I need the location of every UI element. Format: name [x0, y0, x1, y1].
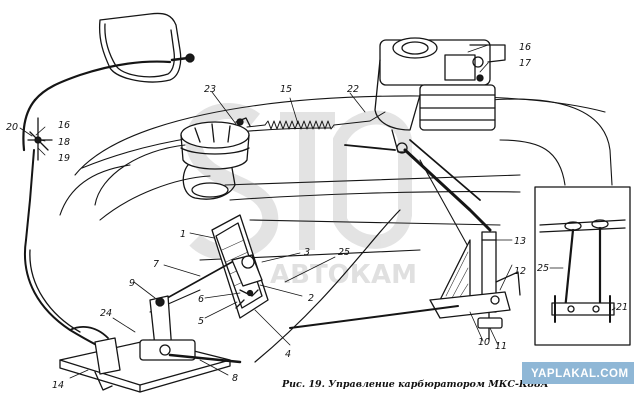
- callout-25: 25: [338, 247, 350, 258]
- choke-bracket: [23, 117, 121, 357]
- choke-cable-handle: [22, 12, 195, 152]
- inset-detail: [534, 186, 631, 346]
- throttle-linkage: [344, 139, 492, 232]
- callout-2: 2: [308, 293, 314, 304]
- callout-7: 7: [153, 259, 159, 270]
- pedal-to-bellcrank-rod: [254, 209, 459, 363]
- callout-4: 4: [285, 349, 291, 360]
- site-watermark: YAPLAKAL.COM: [522, 362, 634, 384]
- site-watermark-text: YAPLAKAL.COM: [531, 368, 629, 380]
- callout-17: 17: [519, 58, 531, 69]
- callout-19: 19: [58, 153, 70, 164]
- callout-leaders: [19, 44, 616, 379]
- air-cleaner-distributor: [180, 117, 251, 200]
- return-spring: [246, 111, 386, 130]
- callout-16-left: 16: [58, 120, 70, 131]
- bellcrank-bracket: [429, 231, 521, 341]
- callout-15: 15: [280, 84, 292, 95]
- callout-18: 18: [58, 137, 70, 148]
- callout-16: 16: [519, 42, 531, 53]
- callout-14: 14: [52, 380, 64, 391]
- callout-25-inset: 25: [537, 263, 549, 274]
- callout-23: 23: [204, 84, 216, 95]
- callout-8: 8: [232, 373, 238, 384]
- figure-caption: Рис. 19. Управление карбюратором МКС-К88…: [281, 379, 549, 390]
- carburetor: [374, 37, 506, 154]
- callout-3: 3: [304, 247, 310, 258]
- callout-20: 20: [6, 122, 18, 133]
- accelerator-pedal: [211, 214, 269, 319]
- callout-9: 9: [129, 278, 135, 289]
- callout-11: 11: [495, 341, 507, 352]
- callout-6: 6: [198, 294, 204, 305]
- floor-lever-assembly: [59, 295, 242, 393]
- callout-5: 5: [198, 316, 204, 327]
- callout-13: 13: [514, 236, 526, 247]
- callout-22: 22: [347, 84, 359, 95]
- callout-21: 21: [616, 302, 628, 313]
- callout-1: 1: [180, 229, 186, 240]
- callout-labels: 23 15 22 16 17 20 16 18 19 1 7 3 25 9 6 …: [6, 42, 628, 391]
- callout-24: 24: [100, 308, 112, 319]
- callout-12: 12: [514, 266, 526, 277]
- callout-10: 10: [478, 337, 490, 348]
